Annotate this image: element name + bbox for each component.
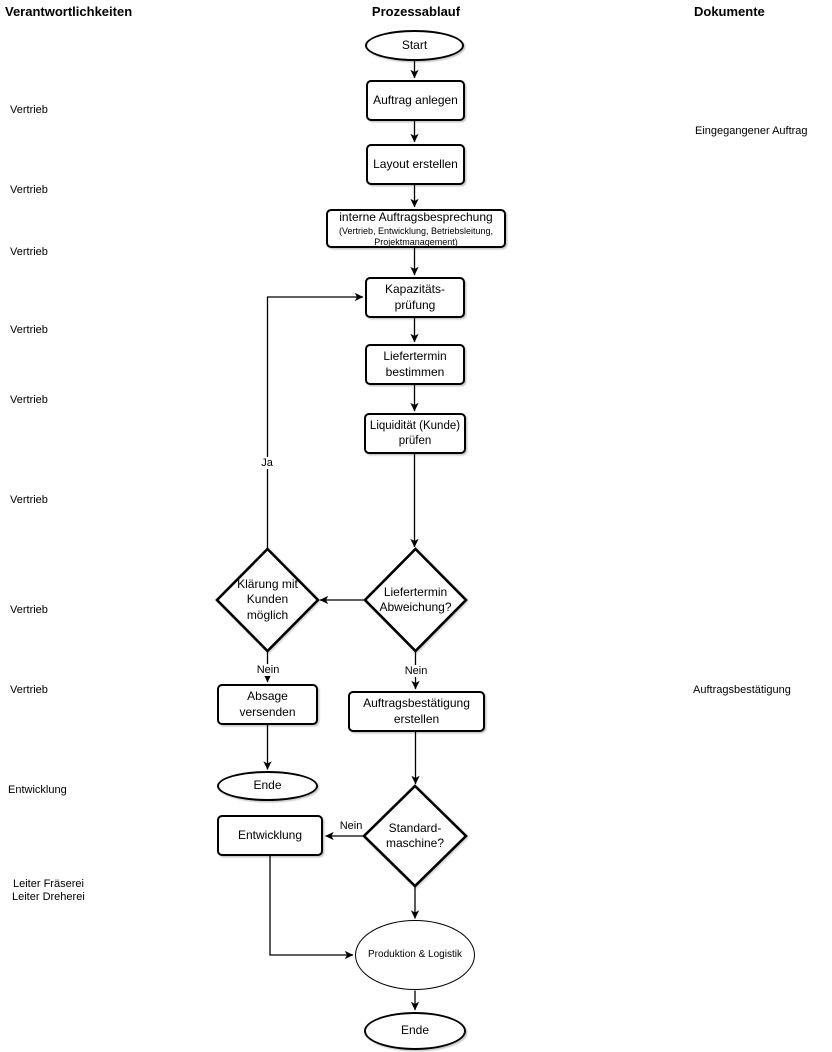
responsibility-label: Vertrieb — [10, 246, 48, 258]
responsibility-label: Vertrieb — [10, 494, 48, 506]
column-header-documents: Dokumente — [694, 4, 765, 19]
responsibility-label: Vertrieb — [10, 604, 48, 616]
decision-klaerung-kunden-shape — [215, 547, 320, 653]
decision-liefertermin-abweichung-shape — [363, 547, 468, 653]
responsibility-label: Vertrieb — [10, 684, 48, 696]
process-liquiditaet-pruefen: Liquidität (Kunde) prüfen — [364, 413, 466, 454]
responsibility-label: Leiter Dreherei — [12, 891, 85, 903]
edge-label-nein-klaerung: Nein — [254, 664, 282, 676]
process-auftragsbesprechung: interne Auftragsbesprechung (Vertrieb, E… — [326, 209, 506, 248]
process-auftragsbestaetigung-erstellen: Auftragsbestätigung erstellen — [348, 691, 485, 732]
column-header-responsibilities: Verantwortlichkeiten — [5, 4, 133, 19]
produktion-logistik-node: Produktion & Logistik — [355, 920, 475, 990]
document-label: Eingegangener Auftrag — [695, 125, 808, 137]
process-auftrag-anlegen: Auftrag anlegen — [366, 80, 465, 121]
connector-klaerung-ja-to-kapazitaet — [266, 292, 364, 549]
document-label: Auftragsbestätigung — [693, 684, 791, 696]
edge-label-nein-standardmaschine: Nein — [337, 820, 365, 832]
end-node: Ende — [364, 1012, 466, 1050]
column-header-process: Prozessablauf — [371, 4, 461, 19]
process-layout-erstellen: Layout erstellen — [366, 144, 465, 185]
process-kapazitaetspruefung: Kapazitäts- prüfung — [365, 277, 465, 318]
responsibility-label: Leiter Fräserei — [13, 878, 84, 890]
start-node: Start — [365, 30, 464, 61]
process-absage-versenden: Absage versenden — [217, 684, 318, 725]
process-auftragsbesprechung-subtitle: (Vertrieb, Entwicklung, Betriebsleitung,… — [338, 225, 494, 247]
process-liefertermin-bestimmen: Liefertermin bestimmen — [365, 344, 465, 385]
end-node-left: Ende — [217, 771, 318, 801]
connector-entwicklung-to-produktion — [269, 855, 354, 960]
edge-label-ja: Ja — [259, 457, 275, 469]
responsibility-label: Vertrieb — [10, 104, 48, 116]
decision-standardmaschine-shape — [362, 784, 468, 888]
decision-klaerung-kunden-label: Klärung mit Kunden möglich — [237, 577, 298, 622]
process-entwicklung: Entwicklung — [217, 815, 323, 856]
decision-liefertermin-abweichung-label: Liefertermin Abweichung? — [379, 584, 452, 614]
process-auftragsbesprechung-title: interne Auftragsbesprechung — [339, 209, 493, 224]
responsibility-label: Vertrieb — [10, 184, 48, 196]
decision-standardmaschine-label: Standard- maschine? — [385, 820, 445, 850]
responsibility-label: Vertrieb — [10, 394, 48, 406]
edge-label-nein-abweichung: Nein — [402, 665, 430, 677]
responsibility-label: Vertrieb — [10, 324, 48, 336]
responsibility-label: Entwicklung — [8, 784, 67, 796]
